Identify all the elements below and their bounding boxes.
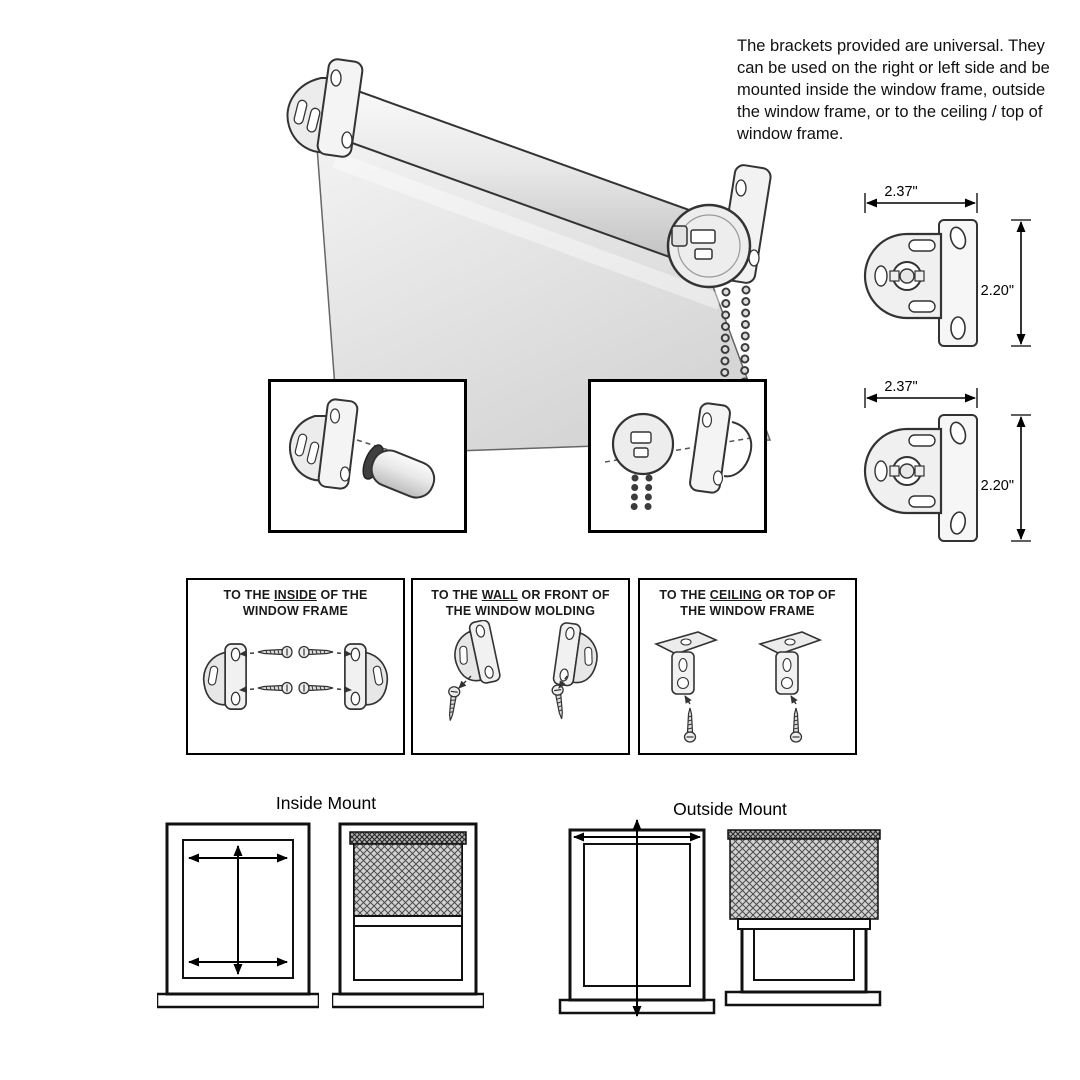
bracket2-height-label: 2.20"	[980, 478, 1014, 494]
height-dimension	[1011, 219, 1031, 347]
height-dimension	[1011, 414, 1031, 542]
outside-mount-label: Outside Mount	[673, 799, 787, 819]
bracket-dimension-diagram-2	[863, 388, 1031, 542]
bracket2-width-label: 2.37"	[884, 379, 918, 395]
width-dimension	[864, 388, 978, 408]
bracket-detail-right	[689, 402, 753, 494]
inside-mount-bracket-diagram	[202, 642, 389, 710]
mount-option-ceiling-title: TO THE CEILING OR TOP OF THE WINDOW FRAM…	[659, 588, 836, 619]
width-dimension	[864, 193, 978, 213]
roller-shade-illustration	[286, 58, 772, 456]
right-bracket-clutch	[666, 164, 772, 289]
bracket1-width-label: 2.37"	[884, 184, 918, 200]
bracket-dimension-diagram-1	[863, 193, 1031, 347]
bracket-detail	[289, 398, 359, 490]
mount-option-ceiling-top: TO THE CEILING OR TOP OF THE WINDOW FRAM…	[638, 578, 857, 755]
clutch-to-bracket-detail	[604, 402, 753, 516]
wall-mount-bracket-diagram	[444, 619, 603, 722]
shade-bottom-bar	[737, 918, 871, 930]
shade-fabric-panel	[353, 843, 463, 917]
bracket-side-view	[863, 414, 978, 542]
bracket-side-view	[863, 219, 978, 347]
outside-mount-shade-window	[724, 829, 882, 1007]
ceiling-mount-bracket-diagram	[655, 630, 821, 743]
left-bracket	[286, 58, 364, 158]
inset-bracket-detail	[268, 379, 467, 533]
shade-bottom-bar	[353, 915, 463, 927]
shade-headrail	[349, 831, 467, 845]
intro-text: The brackets provided are universal. The…	[737, 37, 1050, 143]
bracket-to-tube-detail	[289, 398, 436, 499]
clutch-detail	[611, 412, 675, 516]
mount-option-inside-frame: TO THE INSIDE OF THE WINDOW FRAME	[186, 578, 405, 755]
shade-headrail	[727, 829, 881, 840]
bracket1-height-label: 2.20"	[980, 283, 1014, 299]
inside-mount-label: Inside Mount	[275, 793, 377, 813]
outside-mount-measure-window	[558, 819, 716, 1017]
mount-option-wall-front: TO THE WALL OR FRONT OF THE WINDOW MOLDI…	[411, 578, 630, 755]
inside-mount-measure-window	[157, 822, 319, 1009]
mount-option-wall-title: TO THE WALL OR FRONT OF THE WINDOW MOLDI…	[431, 588, 610, 619]
mount-option-inside-title: TO THE INSIDE OF THE WINDOW FRAME	[223, 588, 368, 619]
shade-fabric-panel	[729, 838, 879, 920]
roller-end	[362, 444, 436, 499]
inside-mount-shade-window	[332, 822, 484, 1009]
inset-clutch-detail	[588, 379, 767, 533]
